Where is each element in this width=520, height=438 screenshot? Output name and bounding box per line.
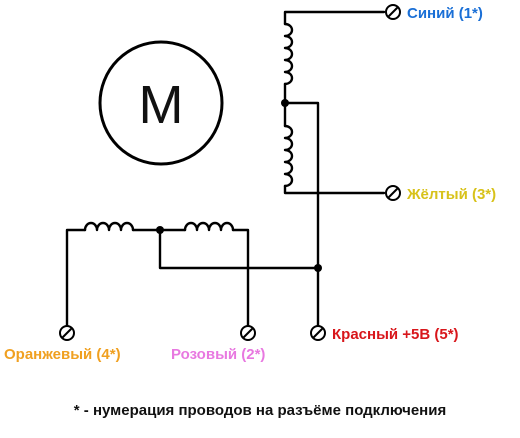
coil-left	[83, 221, 135, 232]
terminal-pink	[240, 325, 256, 341]
label-pink: Розовый (2*)	[171, 346, 265, 363]
wire-yellow	[283, 184, 386, 195]
terminal-blue	[385, 4, 401, 20]
motor-symbol: M	[98, 40, 224, 166]
motor-letter: M	[139, 75, 184, 135]
label-red: Красный +5В (5*)	[332, 326, 459, 343]
wire-orange	[65, 228, 87, 328]
label-orange: Оранжевый (4*)	[4, 346, 121, 363]
footnote: * - нумерация проводов на разъёме подклю…	[74, 402, 446, 419]
motor-circle	[98, 40, 224, 166]
terminal-red	[310, 325, 326, 341]
terminal-yellow	[385, 185, 401, 201]
horizontal-winding	[65, 221, 322, 328]
wire-center-tap-vertical	[283, 101, 320, 328]
coil-lower	[283, 124, 294, 188]
wire-pink	[231, 228, 250, 328]
coil-upper	[283, 22, 294, 86]
wire-blue	[283, 10, 386, 26]
label-blue: Синий (1*)	[407, 5, 483, 22]
coil-right	[183, 221, 235, 232]
vertical-winding	[281, 10, 386, 328]
junction-common	[314, 264, 322, 272]
label-yellow: Жёлтый (3*)	[406, 186, 496, 203]
wire-center-tap-horizontal	[158, 228, 320, 270]
terminal-orange	[59, 325, 75, 341]
